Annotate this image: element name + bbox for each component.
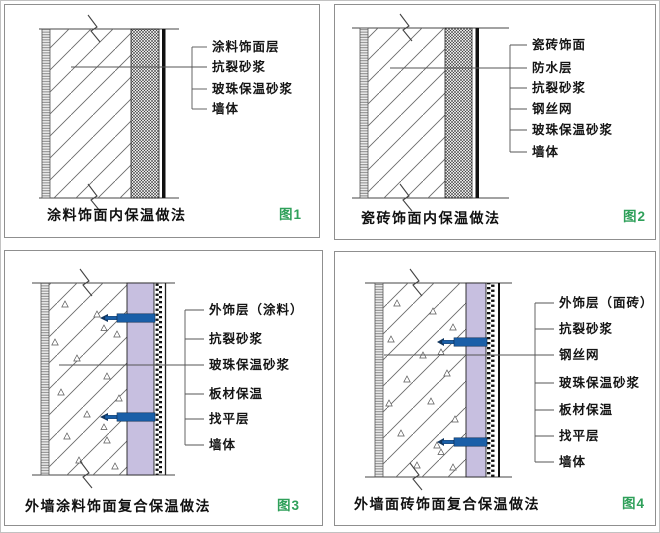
wall-edge-hatch bbox=[374, 282, 384, 478]
anchor-bolt-icon bbox=[100, 313, 156, 331]
insulation-mortar-layer bbox=[130, 28, 160, 199]
panel-caption: 涂料饰面内保温做法 bbox=[47, 207, 187, 223]
panel-caption: 外墙面砖饰面复合保温做法 bbox=[354, 496, 540, 512]
figure-number-badge: 图3 bbox=[277, 498, 301, 513]
layer-label: 钢丝网 bbox=[559, 347, 600, 362]
layer-label: 抗裂砂浆 bbox=[209, 331, 264, 346]
insulation-mortar-layer bbox=[444, 27, 473, 199]
layer-label: 防水层 bbox=[532, 60, 573, 75]
layer-label: 板材保温 bbox=[559, 402, 614, 417]
wall-body-hatch bbox=[50, 29, 131, 198]
anchor-bolt-icon bbox=[100, 412, 156, 430]
break-mark bbox=[399, 183, 413, 212]
layer-label: 墙体 bbox=[532, 144, 560, 159]
board-insulation-layer bbox=[465, 282, 487, 478]
layer-label: 瓷砖饰面 bbox=[532, 37, 587, 52]
wall-body-hatch bbox=[49, 283, 127, 475]
aggregate-triangles bbox=[51, 300, 123, 470]
panel-figure-3: 外饰层（涂料） 抗裂砂浆 玻珠保温砂浆 板材保温 找平层 墙体 外墙涂料饰面复合… bbox=[4, 250, 323, 526]
break-mark bbox=[79, 268, 93, 297]
leader-lines bbox=[59, 309, 204, 446]
figure-number-badge: 图1 bbox=[279, 207, 303, 222]
leader-lines bbox=[390, 44, 527, 153]
layer-label: 找平层 bbox=[209, 411, 250, 426]
leader-lines bbox=[384, 302, 554, 463]
aggregate-triangles bbox=[385, 299, 459, 471]
break-mark bbox=[87, 14, 101, 43]
wall-section-drawing-1 bbox=[39, 14, 207, 212]
layer-label: 玻珠保温砂浆 bbox=[209, 357, 291, 372]
leader-lines bbox=[71, 46, 207, 110]
board-insulation-layer bbox=[126, 282, 155, 476]
layer-label: 玻珠保温砂浆 bbox=[559, 375, 641, 390]
layer-label: 墙体 bbox=[212, 101, 240, 116]
layer-label: 玻珠保温砂浆 bbox=[212, 81, 294, 96]
wall-section-drawing-3 bbox=[32, 268, 204, 489]
layer-label: 外饰层（涂料） bbox=[209, 302, 304, 317]
break-mark bbox=[409, 268, 423, 297]
insulation-mortar-strip bbox=[487, 283, 495, 477]
insulation-mortar-strip bbox=[155, 283, 162, 475]
layer-label: 墙体 bbox=[559, 454, 587, 469]
wall-edge-hatch bbox=[359, 27, 369, 199]
wall-section-drawing-2 bbox=[352, 13, 527, 212]
layer-label: 抗裂砂浆 bbox=[532, 80, 587, 95]
wall-body-hatch bbox=[383, 283, 466, 477]
layer-label: 玻珠保温砂浆 bbox=[532, 122, 614, 137]
panel-caption: 瓷砖饰面内保温做法 bbox=[361, 210, 501, 226]
break-mark bbox=[79, 460, 93, 489]
layer-label: 找平层 bbox=[559, 428, 600, 443]
wall-body-hatch bbox=[368, 28, 445, 198]
panel-caption: 外墙涂料饰面复合保温做法 bbox=[25, 498, 211, 514]
figure-number-badge: 图4 bbox=[622, 496, 646, 511]
wall-edge-hatch bbox=[40, 282, 50, 476]
anchor-bolt-icon bbox=[437, 337, 488, 355]
panel-figure-4: 外饰层（面砖） 抗裂砂浆 钢丝网 玻珠保温砂浆 板材保温 找平层 墙体 外墙面砖… bbox=[334, 251, 656, 526]
finish-layer-bar bbox=[162, 29, 166, 198]
break-mark bbox=[87, 183, 101, 212]
wall-section-drawing-4 bbox=[365, 268, 554, 491]
break-mark bbox=[399, 13, 413, 42]
break-mark bbox=[409, 462, 423, 491]
layer-label: 钢丝网 bbox=[532, 101, 573, 116]
finish-layer-bar bbox=[475, 28, 479, 198]
anchor-bolt-icon bbox=[437, 437, 488, 455]
figure-number-badge: 图2 bbox=[623, 209, 647, 224]
layer-label: 抗裂砂浆 bbox=[559, 321, 614, 336]
layer-label: 抗裂砂浆 bbox=[212, 59, 267, 74]
panel-figure-2: 瓷砖饰面 防水层 抗裂砂浆 钢丝网 玻珠保温砂浆 墙体 瓷砖饰面内保温做法 图2 bbox=[334, 4, 656, 240]
wall-edge-hatch bbox=[41, 28, 51, 199]
layer-label: 墙体 bbox=[209, 437, 237, 452]
panel-figure-1: 涂料饰面层 抗裂砂浆 玻珠保温砂浆 墙体 涂料饰面内保温做法 图1 bbox=[4, 4, 320, 238]
layer-label: 外饰层（面砖） bbox=[559, 295, 654, 310]
layer-label: 涂料饰面层 bbox=[212, 39, 280, 54]
layer-label: 板材保温 bbox=[209, 386, 264, 401]
